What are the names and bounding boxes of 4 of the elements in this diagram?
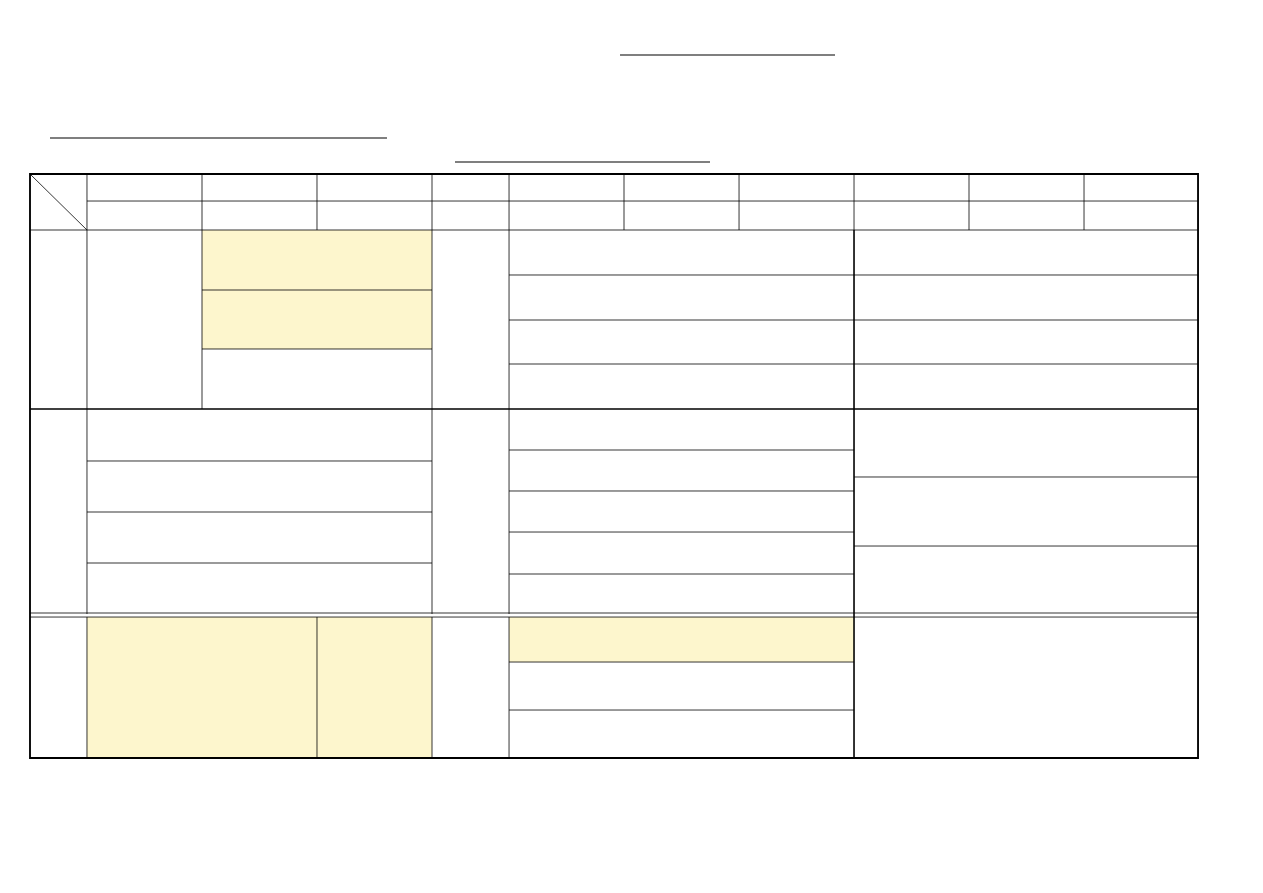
shaded-cell <box>509 617 855 662</box>
shaded-cell <box>202 290 432 349</box>
shaded-cell <box>202 230 432 290</box>
shaded-cell <box>317 617 432 758</box>
